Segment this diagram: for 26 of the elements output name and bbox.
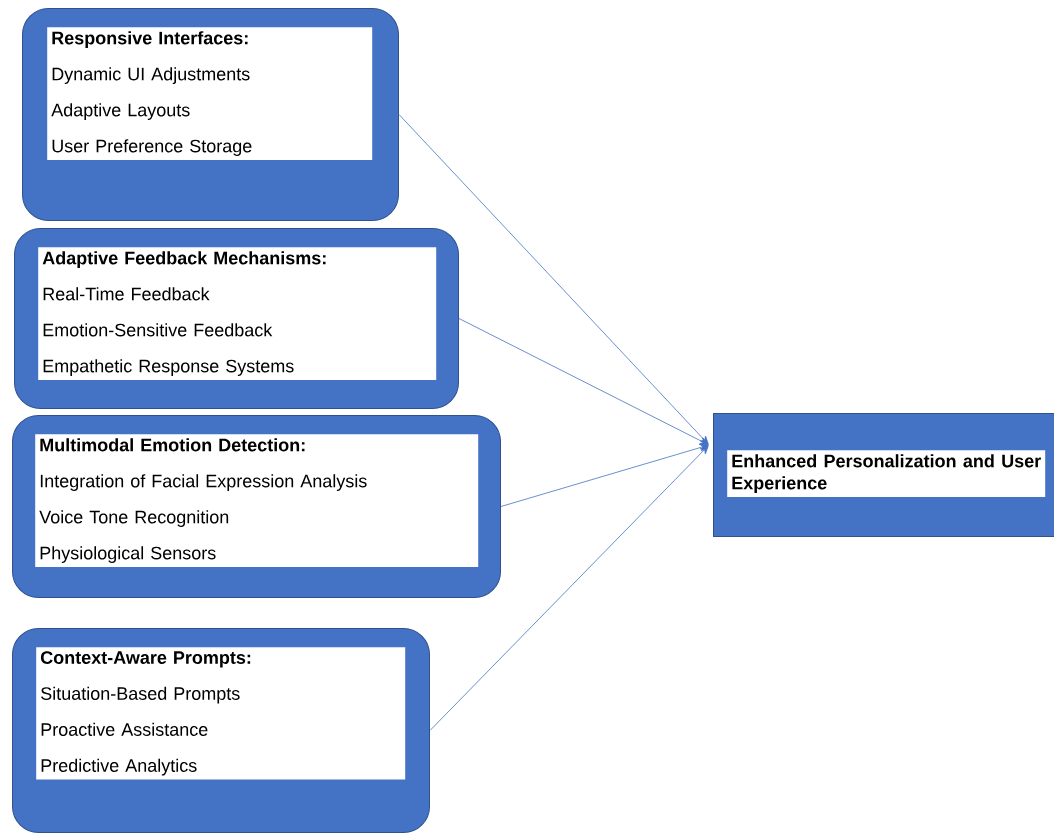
heading-text: Context-Aware Prompts:: [40, 651, 251, 668]
arrow: [500, 443, 709, 507]
list-item: User Preference Storage: [52, 139, 252, 156]
list-item: Voice Tone Recognition: [39, 510, 229, 527]
rounded-box: [14, 228, 459, 409]
result-box: [713, 413, 1054, 537]
list-item: Dynamic UI Adjustments: [52, 67, 250, 84]
list-item: Real-Time Feedback: [43, 287, 210, 301]
heading-text: Multimodal Emotion Detection:: [40, 438, 305, 452]
rounded-box: [12, 628, 430, 833]
rounded-box: [22, 8, 399, 221]
list-item: Emotion-Sensitive Feedback: [43, 323, 273, 337]
heading-text: Adaptive Feedback Mechanisms:: [42, 251, 326, 268]
list-item: Proactive Assistance: [41, 722, 208, 736]
list-item: Predictive Analytics: [41, 758, 197, 776]
list-item: Integration of Facial Expression Analysis: [40, 474, 367, 491]
arrow: [398, 114, 709, 445]
list-item: Physiological Sensors: [40, 546, 216, 563]
list-item: Adaptive Layouts: [51, 103, 190, 120]
rounded-box: [12, 415, 501, 598]
list-item: Situation-Based Prompts: [41, 686, 240, 704]
list-item: Empathetic Response Systems: [43, 359, 294, 376]
arrow: [429, 445, 709, 731]
heading-text: Enhanced Personalization and User Experience: [732, 454, 1041, 493]
heading-text: Responsive Interfaces:: [52, 31, 248, 48]
arrow: [458, 318, 709, 445]
